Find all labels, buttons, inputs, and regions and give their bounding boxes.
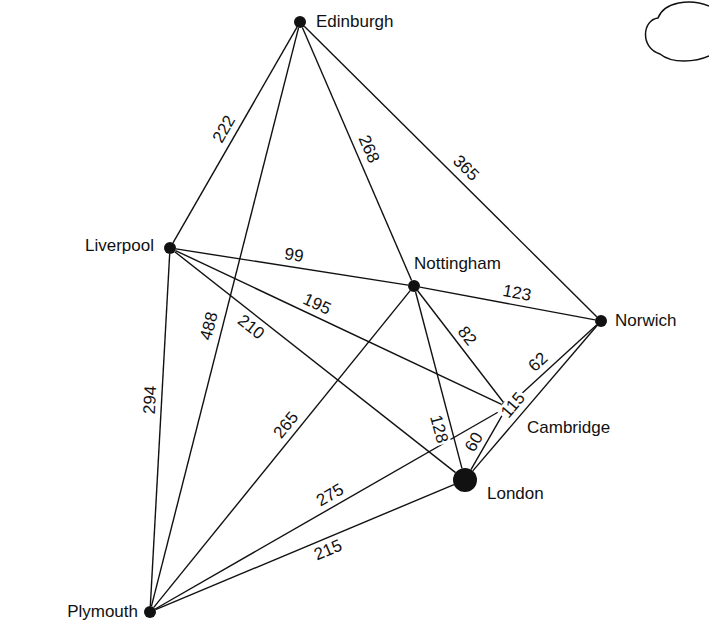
route-line bbox=[175, 252, 456, 473]
city-name: Nottingham bbox=[412, 255, 503, 274]
city-name: Cambridge bbox=[525, 419, 612, 438]
route-line bbox=[173, 27, 297, 243]
city-name: Norwich bbox=[613, 312, 678, 331]
city-dot bbox=[408, 280, 420, 292]
city-name: Plymouth bbox=[65, 603, 140, 622]
route-line bbox=[304, 26, 596, 317]
distance-label: 222 bbox=[208, 110, 239, 147]
distance-label: 268 bbox=[355, 131, 383, 167]
city-name: London bbox=[485, 485, 546, 504]
route-line bbox=[473, 326, 597, 471]
route-line bbox=[154, 291, 410, 608]
city-dot bbox=[595, 315, 607, 327]
distance-label: 365 bbox=[448, 151, 483, 186]
route-line bbox=[416, 292, 462, 469]
route-line bbox=[511, 325, 596, 403]
route-line bbox=[150, 254, 169, 606]
distance-label: 99 bbox=[281, 245, 306, 265]
distance-label: 265 bbox=[269, 407, 303, 443]
distance-label: 275 bbox=[311, 480, 348, 511]
city-dot bbox=[294, 16, 306, 28]
distance-label: 195 bbox=[298, 289, 335, 318]
route-line bbox=[156, 485, 454, 610]
distance-label: 488 bbox=[197, 308, 221, 344]
distance-label: 123 bbox=[500, 282, 535, 305]
route-line bbox=[155, 410, 502, 609]
city-name: Liverpool bbox=[83, 237, 156, 256]
city-dot bbox=[164, 242, 176, 254]
cloud-outline bbox=[646, 2, 709, 61]
distance-label: 215 bbox=[310, 536, 346, 564]
distance-label: 210 bbox=[233, 310, 269, 343]
route-line bbox=[302, 28, 411, 281]
city-dot bbox=[453, 468, 477, 492]
distance-label: 62 bbox=[524, 348, 552, 376]
city-name: Edinburgh bbox=[314, 13, 396, 32]
distance-label: 82 bbox=[453, 321, 480, 350]
city-dot bbox=[144, 606, 156, 618]
distance-label: 294 bbox=[140, 384, 159, 417]
